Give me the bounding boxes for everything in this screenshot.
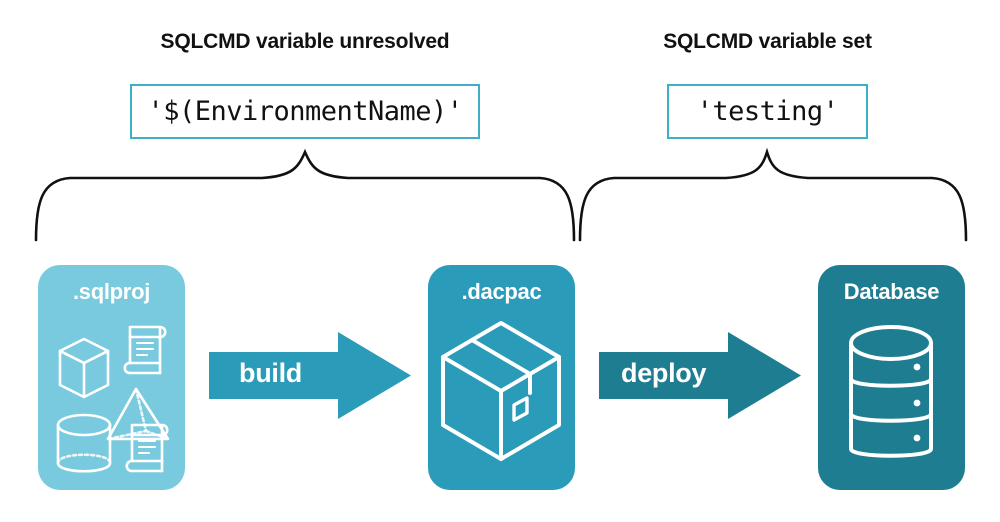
arrow-build-label: build (239, 358, 302, 388)
arrow-deploy-shape (599, 332, 801, 419)
card-dacpac: .dacpac (428, 265, 575, 490)
sqlproj-icon-group (56, 325, 170, 473)
database-icon-group (849, 325, 933, 458)
header-left: SQLCMD variable unresolved (160, 30, 450, 53)
code-box-unresolved: '$(EnvironmentName)' (130, 84, 480, 139)
card-database-label: Database (843, 279, 940, 304)
brace-group (34, 147, 968, 242)
arrow-build: build (205, 328, 415, 423)
arrow-build-shape (209, 332, 411, 419)
cylinder-icon (56, 413, 112, 473)
package-box-icon (441, 321, 561, 461)
card-dacpac-label: .dacpac (461, 279, 542, 304)
card-sqlproj-label: .sqlproj (72, 279, 151, 304)
code-box-set-text: 'testing' (696, 96, 839, 127)
pyramid-icon (106, 387, 170, 441)
arrow-deploy: deploy (595, 328, 805, 423)
code-box-unresolved-text: '$(EnvironmentName)' (147, 96, 463, 127)
card-sqlproj: .sqlproj (38, 265, 185, 490)
scroll-icon (123, 325, 167, 375)
curly-brace-left (34, 148, 576, 242)
dacpac-icon-group (441, 321, 561, 461)
database-cylinder-icon (849, 325, 933, 458)
arrow-deploy-label: deploy (621, 358, 707, 388)
header-right: SQLCMD variable set (663, 30, 872, 53)
cube-icon (58, 337, 110, 399)
curly-brace-right (578, 147, 968, 242)
code-box-set: 'testing' (667, 84, 868, 139)
scroll-icon (125, 423, 169, 473)
card-database: Database (818, 265, 965, 490)
